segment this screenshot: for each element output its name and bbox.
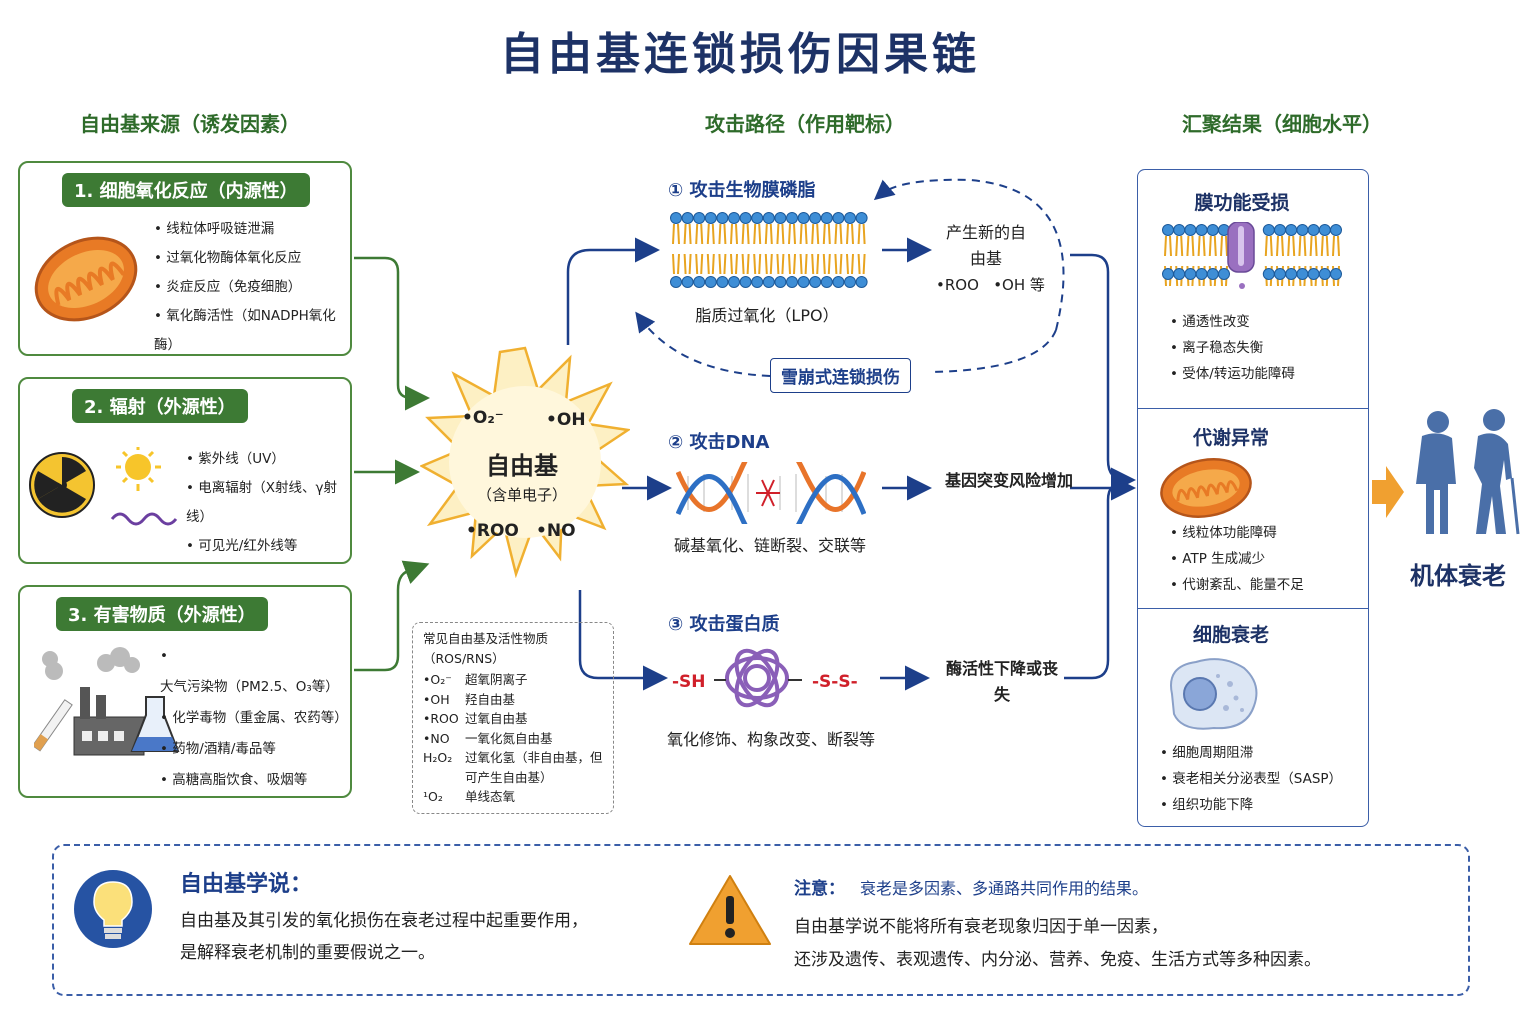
column-heading-results: 汇聚结果（细胞水平） bbox=[1182, 112, 1382, 136]
sun-icon bbox=[116, 447, 161, 491]
result-title: 代谢异常 bbox=[1192, 427, 1269, 449]
center-radical-sub: （含单电子） bbox=[476, 486, 567, 504]
list-item: 大气污染物（PM2.5、O₃等） bbox=[160, 641, 350, 703]
path-head-dna: ② 攻击DNA bbox=[668, 432, 770, 453]
source-badge: 1. 细胞氧化反应（内源性） bbox=[62, 173, 310, 207]
damaged-membrane-icon bbox=[1162, 222, 1342, 289]
path-head-protein: ③ 攻击蛋白质 bbox=[668, 614, 780, 635]
disulfide-label: -S-S- bbox=[812, 672, 858, 692]
result-list: 通透性改变 离子稳态失衡 受体/转运功能障碍 bbox=[1170, 309, 1295, 387]
final-arrow-icon bbox=[1372, 466, 1404, 518]
enzyme-activity-text: 酶活性下降或丧失 bbox=[945, 659, 1058, 704]
result-title: 膜功能受损 bbox=[1194, 192, 1290, 214]
list-item: 高糖高脂饮食、吸烟等 bbox=[160, 765, 350, 796]
thiol-label: -SH bbox=[672, 672, 706, 692]
legend-title: 常见自由基及活性物质（ROS/RNS） bbox=[423, 631, 549, 666]
list-item: 衰老相关分泌表型（SASP） bbox=[1160, 766, 1342, 792]
divider bbox=[1138, 608, 1368, 609]
lightbulb-icon bbox=[74, 870, 152, 948]
list-item: 紫外线（UV） bbox=[186, 445, 350, 474]
list-item: 可见光/红外线等 bbox=[186, 532, 350, 561]
radical-nitric-oxide: •NO bbox=[536, 521, 576, 541]
pollution-icons bbox=[34, 647, 180, 756]
path-caption-dna: 碱基氧化、链断裂、交联等 bbox=[673, 536, 866, 555]
list-item: 化学毒物（重金属、农药等） bbox=[160, 703, 350, 734]
radiation-hazard-icon bbox=[29, 452, 95, 518]
list-item: 电离辐射（X射线、γ射线） bbox=[186, 474, 350, 532]
dna-break-icon bbox=[756, 479, 780, 507]
warning-icon bbox=[689, 875, 771, 945]
column-heading-paths: 攻击路径（作用靶标） bbox=[705, 112, 905, 136]
list-item: 代谢紊乱、能量不足 bbox=[1170, 572, 1304, 598]
list-item: 通透性改变 bbox=[1170, 309, 1295, 335]
theory-line-1: 自由基及其引发的氧化损伤在衰老过程中起重要作用， bbox=[180, 911, 588, 931]
page-title: 自由基连锁损伤因果链 bbox=[500, 29, 980, 80]
theory-line-2: 是解释衰老机制的重要假说之一。 bbox=[180, 943, 435, 963]
list-item: 离子稳态失衡 bbox=[1170, 335, 1295, 361]
list-item: ATP 生成减少 bbox=[1170, 546, 1304, 572]
avalanche-label: 雪崩式连锁损伤 bbox=[770, 358, 911, 393]
path-caption-lpo: 脂质过氧化（LPO） bbox=[695, 306, 839, 325]
senescent-cell-icon bbox=[1170, 658, 1258, 730]
radiation-icons bbox=[29, 447, 178, 526]
result-list: 线粒体功能障碍 ATP 生成减少 代谢紊乱、能量不足 bbox=[1170, 520, 1304, 598]
source-box-harmful-substances: 3. 有害物质（外源性） 大气污染物（PM2.5、O₃等） 化学毒物（重金属、农… bbox=[18, 585, 352, 798]
new-radicals-text: 产生新的自由基 bbox=[945, 223, 1026, 268]
protein-knot-icon bbox=[714, 648, 802, 708]
mitochondria-icon bbox=[1160, 458, 1252, 518]
note-line-1: 自由基学说不能将所有衰老现象归因于单一因素， bbox=[794, 917, 1168, 937]
result-title: 细胞衰老 bbox=[1192, 624, 1269, 646]
wave-icon bbox=[110, 512, 178, 526]
list-item: 受体/转运功能障碍 bbox=[1170, 361, 1295, 387]
source-list: 紫外线（UV） 电离辐射（X射线、γ射线） 可见光/红外线等 bbox=[186, 445, 350, 561]
elderly-couple-icon bbox=[1416, 409, 1520, 535]
radical-burst-icon bbox=[420, 346, 630, 578]
list-item: 细胞周期阻滞 bbox=[1160, 740, 1342, 766]
note-line-2: 还涉及遗传、表观遗传、内分泌、营养、免疫、生活方式等多种因素。 bbox=[794, 950, 1321, 970]
center-radical-name: 自由基 bbox=[486, 452, 558, 480]
theory-title: 自由基学说： bbox=[180, 872, 313, 897]
path-caption-protein: 氧化修饰、构象改变、断裂等 bbox=[666, 730, 875, 749]
radical-hydroxyl: •OH bbox=[546, 410, 586, 430]
cigarette-icon bbox=[34, 699, 73, 752]
source-badge: 2. 辐射（外源性） bbox=[72, 389, 248, 423]
result-list: 细胞周期阻滞 衰老相关分泌表型（SASP） 组织功能下降 bbox=[1160, 740, 1342, 818]
gene-mutation-text: 基因突变风险增加 bbox=[944, 471, 1073, 490]
column-heading-sources: 自由基来源（诱发因素） bbox=[80, 112, 300, 136]
dna-helix-icon bbox=[676, 462, 866, 524]
source-box-cellular-oxidation: 1. 细胞氧化反应（内源性） 线粒体呼吸链泄漏 过氧化物酶体氧化反应 炎症反应（… bbox=[18, 161, 352, 356]
path-head-membrane: ① 攻击生物膜磷脂 bbox=[668, 180, 816, 201]
smoke-icon bbox=[42, 647, 140, 680]
final-outcome: 机体衰老 bbox=[1410, 562, 1506, 590]
conclusion-box bbox=[52, 844, 1470, 996]
source-list: 大气污染物（PM2.5、O₃等） 化学毒物（重金属、农药等） 药物/酒精/毒品等… bbox=[160, 641, 350, 796]
list-item: 组织功能下降 bbox=[1160, 792, 1342, 818]
list-item: 过氧化物酶体氧化反应 bbox=[154, 244, 350, 273]
list-item: 药物/酒精/毒品等 bbox=[160, 734, 350, 765]
list-item: 线粒体功能障碍 bbox=[1170, 520, 1304, 546]
new-species-text: •ROO •OH 等 bbox=[936, 276, 1045, 294]
mitochondria-icon bbox=[34, 236, 138, 322]
note-label: 注意： bbox=[794, 879, 845, 899]
legend-row: •O₂⁻超氧阴离子 bbox=[423, 672, 528, 687]
list-item: 线粒体呼吸链泄漏 bbox=[154, 215, 350, 244]
radical-superoxide: •O₂⁻ bbox=[462, 408, 504, 428]
divider bbox=[1138, 408, 1368, 409]
source-box-radiation: 2. 辐射（外源性） 紫外线（UV） 电离辐射（X射线、γ射线） 可见光/红外线… bbox=[18, 377, 352, 564]
source-badge: 3. 有害物质（外源性） bbox=[56, 597, 268, 631]
list-item: 氧化酶活性（如NADPH氧化酶） bbox=[154, 302, 350, 360]
source-list: 线粒体呼吸链泄漏 过氧化物酶体氧化反应 炎症反应（免疫细胞） 氧化酶活性（如NA… bbox=[154, 215, 350, 360]
note-headline: 衰老是多因素、多通路共同作用的结果。 bbox=[860, 879, 1149, 898]
results-panel bbox=[1137, 169, 1369, 827]
lipid-bilayer-icon bbox=[670, 212, 868, 288]
list-item: 炎症反应（免疫细胞） bbox=[154, 273, 350, 302]
radical-peroxyl: •ROO bbox=[466, 521, 519, 541]
